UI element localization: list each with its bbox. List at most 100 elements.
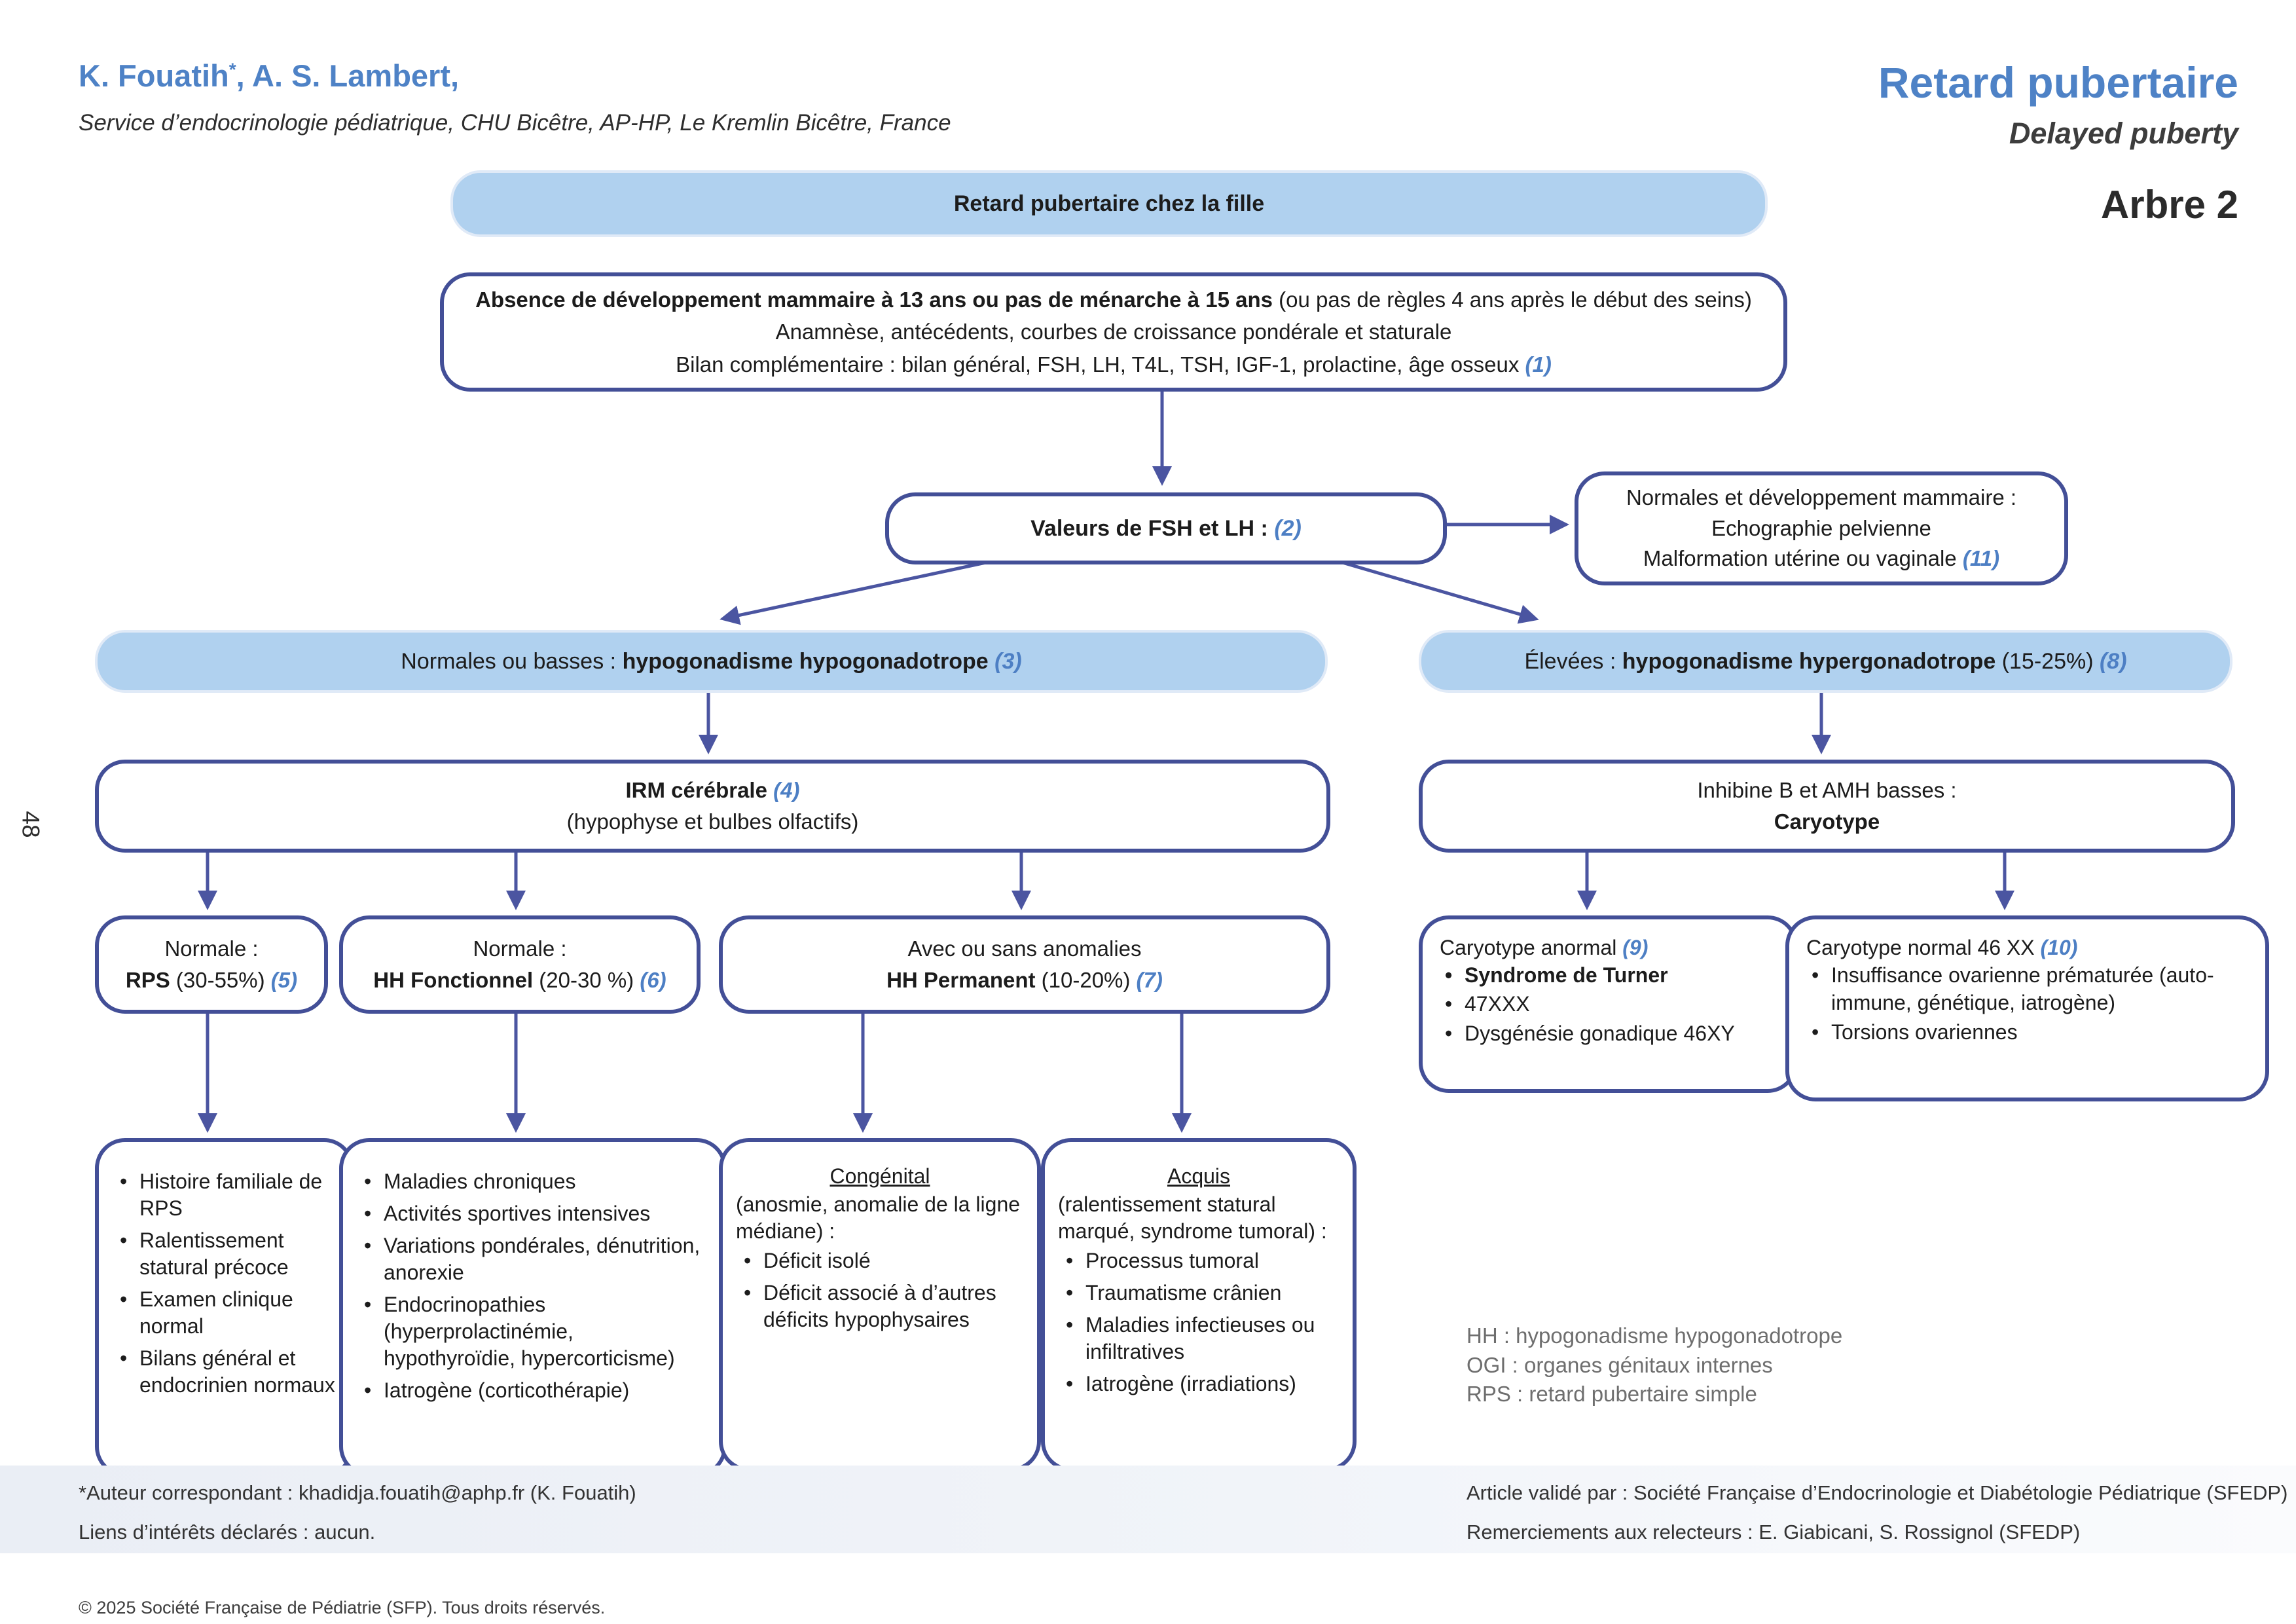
band-hypogonadotropic: Normales ou basses : hypogonadisme hypog… — [95, 630, 1328, 693]
list-item: Histoire familiale de RPS — [112, 1168, 337, 1222]
karyo-normal-ref: (10) — [2040, 936, 2078, 959]
copyright: © 2025 Société Française de Pédiatrie (S… — [79, 1598, 606, 1617]
assessment-line1-bold: Absence de développement mammaire à 13 a… — [475, 287, 1273, 312]
list-item: Iatrogène (irradiations) — [1058, 1371, 1339, 1397]
list-item: Endocrinopathies (hyperprolactinémie, hy… — [356, 1291, 710, 1372]
pelvic-us-line3-text: Malformation utérine ou vaginale — [1643, 546, 1963, 571]
congenital-subtitle: (anosmie, anomalie de la ligne médiane) … — [736, 1192, 1021, 1243]
irm-line2: (hypophyse et bulbes olfactifs) — [566, 809, 859, 834]
list-item: Dysgénésie gonadique 46XY — [1440, 1020, 1777, 1047]
fsh-lh-line: Valeurs de FSH et LH : (2) — [1030, 516, 1302, 542]
author-rest: , A. S. Lambert, — [236, 58, 460, 93]
node-rps: Normale : RPS (30-55%) (5) — [95, 915, 328, 1014]
footer-validated: Article validé par : Société Française d… — [1467, 1481, 2288, 1504]
list-item: Activités sportives intensives — [356, 1200, 710, 1227]
hhp-bold: HH Permanent — [886, 968, 1036, 992]
node-hh-fonctionnel: Normale : HH Fonctionnel (20-30 %) (6) — [339, 915, 701, 1014]
author-name: K. Fouatih — [79, 58, 229, 93]
pelvic-us-line1: Normales et développement mammaire : — [1626, 485, 2017, 509]
arrow-fsh-to-hypo-band — [720, 559, 996, 625]
node-hhf-details: Maladies chroniques Activités sportives … — [339, 1138, 727, 1477]
irm-line1: IRM cérébrale (4) — [626, 775, 800, 806]
hyper-band-prefix: Élevées : — [1524, 648, 1622, 674]
node-irm: IRM cérébrale (4) (hypophyse et bulbes o… — [95, 760, 1330, 853]
fsh-lh-ref: (2) — [1274, 515, 1302, 541]
hypo-band-bold: hypogonadisme hypogonadotrope — [622, 648, 989, 674]
tree-label: Arbre 2 — [2100, 183, 2238, 227]
list-item: Syndrome de Turner — [1440, 961, 1777, 989]
rps-line1: Normale : — [164, 936, 259, 961]
node-caryotype-normal: Caryotype normal 46 XX (10) Insuffisance… — [1785, 915, 2269, 1101]
list-item: Traumatisme crânien — [1058, 1280, 1339, 1306]
node-root-title: Retard pubertaire chez la fille — [450, 170, 1768, 237]
karyo-abnormal-title-text: Caryotype anormal — [1440, 936, 1623, 959]
acquired-subtitle: (ralentissement statural marqué, syndrom… — [1058, 1192, 1327, 1243]
hyper-band-bold: hypogonadisme hypergonadotrope — [1622, 648, 1996, 674]
document-title-en: Delayed puberty — [2009, 117, 2238, 150]
assessment-line1-rest: (ou pas de règles 4 ans après le début d… — [1272, 287, 1752, 312]
karyo-abnormal-ref: (9) — [1622, 936, 1649, 959]
hypo-band-prefix: Normales ou basses : — [401, 648, 623, 674]
hypo-band-ref: (3) — [994, 648, 1022, 674]
hhp-line1: Avec ou sans anomalies — [907, 936, 1142, 961]
pelvic-us-line2: Echographie pelvienne — [1711, 515, 1931, 540]
list-item: Déficit isolé — [736, 1247, 1024, 1274]
authors: K. Fouatih*, A. S. Lambert, — [79, 58, 459, 94]
list-item: Bilans général et endocrinien normaux — [112, 1345, 337, 1399]
legend-hh: HH : hypogonadisme hypogonadotrope — [1467, 1323, 1843, 1348]
assessment-line1: Absence de développement mammaire à 13 a… — [475, 284, 1752, 316]
abbreviations-legend: HH : hypogonadisme hypogonadotrope OGI :… — [1467, 1321, 1842, 1409]
node-acquired: Acquis (ralentissement statural marqué, … — [1041, 1138, 1357, 1471]
hyper-band-line: Élevées : hypogonadisme hypergonadotrope… — [1524, 649, 2126, 674]
acquired-list: Processus tumoral Traumatisme crânien Ma… — [1058, 1247, 1339, 1397]
hhf-line2: HH Fonctionnel (20-30 %) (6) — [373, 965, 666, 996]
list-item: Déficit associé à d’autres déficits hypo… — [736, 1280, 1024, 1333]
document-title-fr: Retard pubertaire — [1878, 58, 2238, 107]
hyper-band-suffix: (15-25%) — [1995, 648, 2100, 674]
page-number: 48 — [17, 811, 45, 838]
node-rps-details: Histoire familiale de RPS Ralentissement… — [95, 1138, 354, 1477]
node-fsh-lh: Valeurs de FSH et LH : (2) — [885, 492, 1447, 564]
hhf-rest: (20-30 %) — [533, 968, 640, 992]
assessment-line2: Anamnèse, antécédents, courbes de croiss… — [775, 320, 1452, 344]
congenital-list: Déficit isolé Déficit associé à d’autres… — [736, 1247, 1024, 1333]
list-item: Insuffisance ovarienne prématurée (auto-… — [1806, 961, 2248, 1016]
karyo-normal-title: Caryotype normal 46 XX (10) — [1806, 934, 2248, 961]
node-pelvic-us: Normales et développement mammaire : Ech… — [1575, 471, 2068, 585]
list-item: Maladies chroniques — [356, 1168, 710, 1195]
congenital-title: Congénital — [829, 1164, 930, 1188]
rps-bold: RPS — [125, 968, 170, 992]
rps-rest: (30-55%) — [170, 968, 271, 992]
list-item: Maladies infectieuses ou infiltratives — [1058, 1312, 1339, 1365]
hhf-line1: Normale : — [473, 936, 567, 961]
list-item: Variations pondérales, dénutrition, anor… — [356, 1232, 710, 1286]
acquired-title: Acquis — [1167, 1164, 1231, 1188]
hhp-rest: (10-20%) — [1035, 968, 1137, 992]
karyo-abnormal-title: Caryotype anormal (9) — [1440, 934, 1777, 961]
irm-ref: (4) — [773, 778, 800, 803]
hhf-ref: (6) — [640, 968, 666, 992]
footer-correspondent: *Auteur correspondant : khadidja.fouatih… — [79, 1481, 636, 1504]
author-asterisk: * — [228, 59, 236, 80]
rps-details-list: Histoire familiale de RPS Ralentissement… — [112, 1168, 337, 1399]
list-item: Ralentissement statural précoce — [112, 1227, 337, 1281]
legend-rps: RPS : retard pubertaire simple — [1467, 1382, 1757, 1407]
pelvic-us-ref: (11) — [1962, 546, 2000, 571]
karyo-abnormal-list: Syndrome de Turner 47XXX Dysgénésie gona… — [1440, 961, 1777, 1047]
irm-line1-bold: IRM cérébrale — [625, 778, 774, 803]
footer-thanks: Remerciements aux relecteurs : E. Giabic… — [1467, 1521, 2081, 1543]
legend-ogi: OGI : organes génitaux internes — [1467, 1352, 1773, 1377]
assessment-ref: (1) — [1525, 352, 1552, 377]
affiliation: Service d’endocrinologie pédiatrique, CH… — [79, 110, 951, 136]
hypo-band-suffix — [989, 649, 994, 674]
assessment-line3-text: Bilan complémentaire : bilan général, FS… — [676, 352, 1525, 377]
band-hypergonadotropic: Élevées : hypogonadisme hypergonadotrope… — [1419, 630, 2232, 693]
inhibine-line1: Inhibine B et AMH basses : — [1697, 778, 1957, 803]
node-root-label: Retard pubertaire chez la fille — [953, 191, 1265, 216]
list-item: 47XXX — [1440, 990, 1777, 1018]
karyo-normal-title-text: Caryotype normal 46 XX — [1806, 936, 2041, 959]
pelvic-us-line3: Malformation utérine ou vaginale (11) — [1643, 544, 1999, 574]
hhf-bold: HH Fonctionnel — [373, 968, 534, 992]
list-item: Processus tumoral — [1058, 1247, 1339, 1274]
